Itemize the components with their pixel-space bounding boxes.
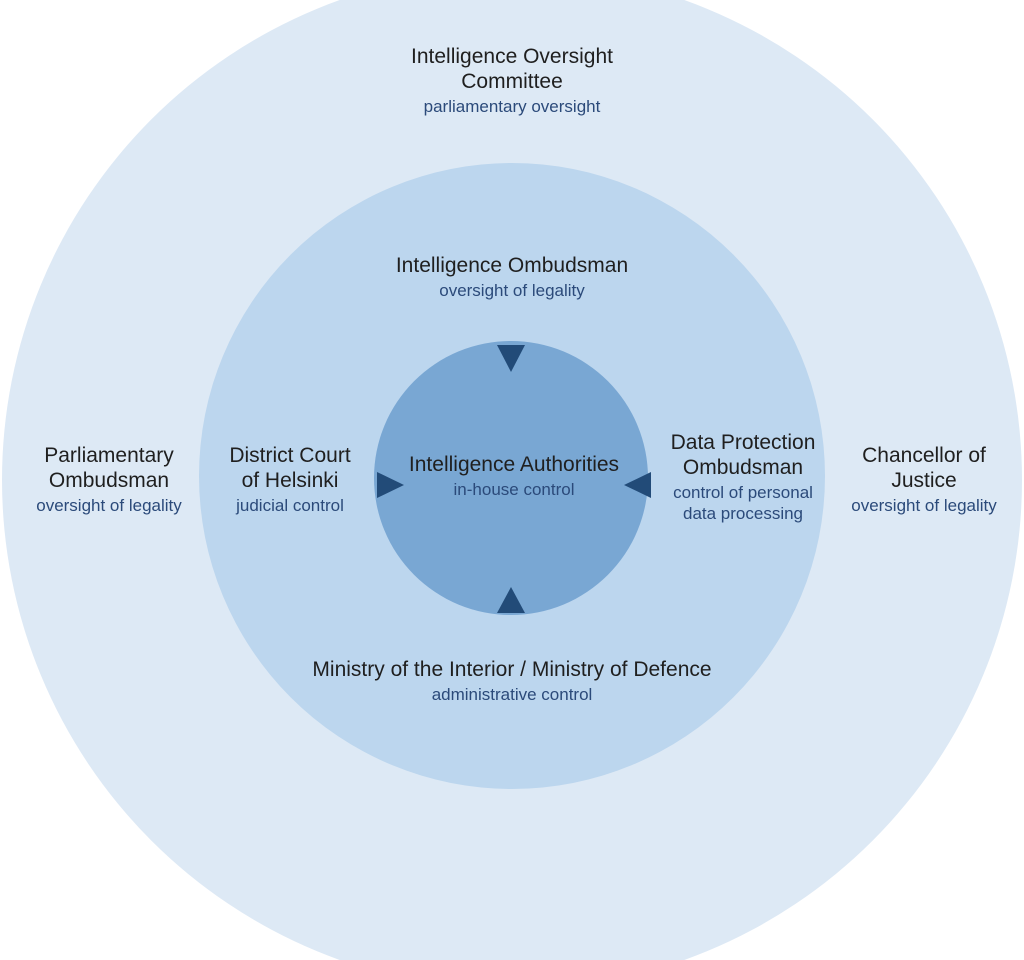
parliamentary-ombudsman-role: oversight of legality	[36, 496, 182, 516]
ministry-interior-defence: Ministry of the Interior / Ministry of D…	[312, 658, 712, 681]
outer-right-label: Chancellor of Justice oversight of legal…	[834, 443, 1014, 517]
in-house-control: in-house control	[453, 480, 575, 500]
arrow-left-icon	[377, 472, 404, 498]
data-protection-ombudsman: Data Protection Ombudsman	[670, 431, 816, 480]
data-protection-role: control of personal data processing	[673, 483, 813, 523]
middle-right-label: Data Protection Ombudsman control of per…	[650, 430, 836, 524]
intelligence-authorities: Intelligence Authorities	[408, 453, 620, 476]
middle-top-label: Intelligence Ombudsman oversight of lega…	[362, 253, 662, 302]
intelligence-ombudsman-role: oversight of legality	[439, 281, 585, 301]
district-court-of-helsinki: District Court of Helsinki	[229, 444, 351, 493]
outer-top-label: Intelligence Oversight Committee parliam…	[362, 44, 662, 118]
intelligence-oversight-committee: Intelligence Oversight Committee	[411, 45, 613, 94]
outer-left-label: Parliamentary Ombudsman oversight of leg…	[14, 443, 204, 517]
intelligence-ombudsman: Intelligence Ombudsman	[395, 254, 629, 277]
arrow-bottom-icon	[497, 587, 525, 613]
middle-left-label: District Court of Helsinki judicial cont…	[214, 443, 366, 517]
arrow-top-icon	[497, 345, 525, 372]
middle-bottom-label: Ministry of the Interior / Ministry of D…	[262, 657, 762, 706]
center-label: Intelligence Authorities in-house contro…	[384, 452, 644, 501]
inner-circle	[374, 341, 648, 615]
parliamentary-oversight: parliamentary oversight	[423, 97, 601, 117]
chancellor-of-justice-role: oversight of legality	[851, 496, 997, 516]
district-court-role: judicial control	[236, 496, 344, 516]
arrow-right-icon	[624, 472, 651, 498]
parliamentary-ombudsman: Parliamentary Ombudsman	[44, 444, 174, 493]
administrative-control: administrative control	[431, 685, 593, 705]
chancellor-of-justice: Chancellor of Justice	[862, 444, 986, 493]
